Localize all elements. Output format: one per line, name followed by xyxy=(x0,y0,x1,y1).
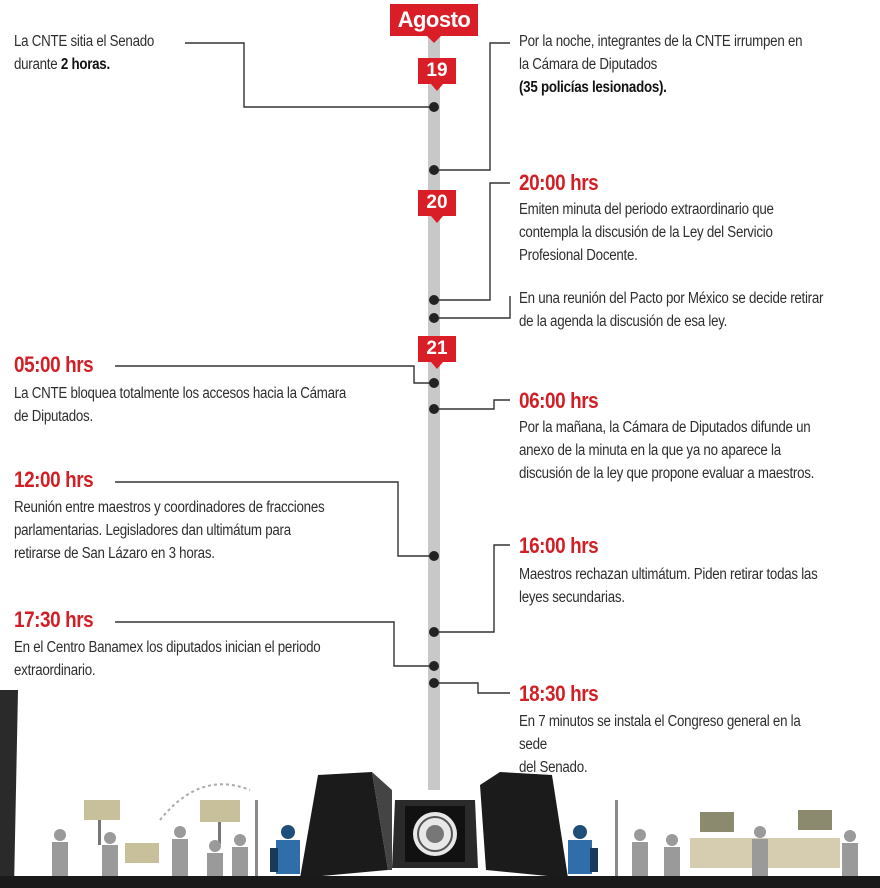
senate-building xyxy=(300,772,568,878)
timeline-dot xyxy=(429,295,439,305)
connector-e1 xyxy=(185,42,434,108)
event-8-text: Maestros rechazan ultimátum. Piden retir… xyxy=(519,566,818,606)
timeline-dot xyxy=(429,627,439,637)
month-label: Agosto xyxy=(390,4,478,43)
connector-e4 xyxy=(434,296,511,319)
connector-e8 xyxy=(434,544,510,633)
event-5-text: La CNTE bloquea totalmente los accesos h… xyxy=(14,385,347,425)
timeline-dot xyxy=(429,678,439,688)
connector-e10 xyxy=(434,682,510,694)
event-2-text: Por la noche, integrantes de la CNTE irr… xyxy=(519,33,803,96)
event-8-time: 16:00 hrs xyxy=(519,533,599,558)
event-4-text: En una reunión del Pacto por México se d… xyxy=(519,290,824,330)
left-edge-shadow xyxy=(0,690,18,888)
connector-e7 xyxy=(115,481,434,557)
timeline-dot xyxy=(429,313,439,323)
timeline-dot xyxy=(429,551,439,561)
protesters-left xyxy=(52,783,258,883)
connector-e9 xyxy=(115,621,434,667)
day-marker-19: 19 xyxy=(418,58,456,91)
ground-line xyxy=(0,876,880,888)
day-marker-20: 20 xyxy=(418,190,456,223)
event-1-text: La CNTE sitia el Senado durante 2 horas. xyxy=(14,33,155,73)
event-10-text: En 7 minutos se instala el Congreso gene… xyxy=(519,713,801,776)
event-7-time: 12:00 hrs xyxy=(14,467,94,492)
event-3-text: Emiten minuta del periodo extraordinario… xyxy=(519,201,774,264)
event-3-time: 20:00 hrs xyxy=(519,170,599,195)
connector-e3 xyxy=(434,182,510,301)
protesters-right xyxy=(615,800,858,883)
event-5-time: 05:00 hrs xyxy=(14,352,94,377)
event-10-time: 18:30 hrs xyxy=(519,681,599,706)
timeline-dot xyxy=(429,661,439,671)
event-9-text: En el Centro Banamex los diputados inici… xyxy=(14,639,321,679)
police-left xyxy=(270,825,300,874)
connector-e2 xyxy=(434,42,510,171)
connector-e6 xyxy=(434,399,510,410)
event-7-text: Reunión entre maestros y coordinadores d… xyxy=(14,499,325,562)
police-right xyxy=(568,825,598,874)
timeline-dot xyxy=(429,404,439,414)
day-marker-21: 21 xyxy=(418,336,456,369)
connector-e5 xyxy=(115,365,434,384)
timeline-dot xyxy=(429,378,439,388)
timeline-dot xyxy=(429,102,439,112)
event-9-time: 17:30 hrs xyxy=(14,607,94,632)
event-6-text: Por la mañana, la Cámara de Diputados di… xyxy=(519,419,815,482)
timeline-dot xyxy=(429,165,439,175)
event-6-time: 06:00 hrs xyxy=(519,388,599,413)
